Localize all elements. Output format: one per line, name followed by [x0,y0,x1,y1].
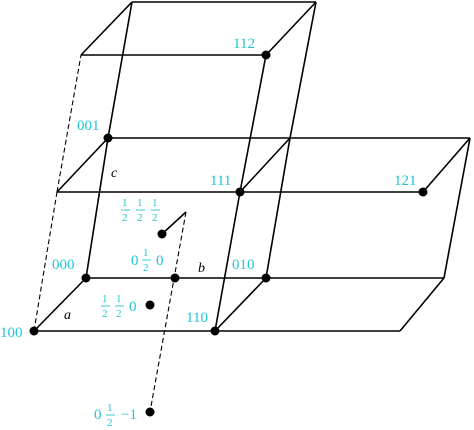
dashed-axis-extension [149,211,187,413]
frac-num: 1 [143,247,149,259]
frac-den: 2 [122,212,128,224]
label-000: 000 [52,257,75,273]
edge-111-back [239,137,291,193]
edge-back-vertical-upper [289,1,317,139]
axis-label-c: c [111,166,118,181]
frac-num: 1 [137,197,143,209]
frac-tail: 0 [129,299,137,315]
frac-num: 1 [122,197,128,209]
dashed-edges [33,54,187,413]
label-001: 001 [77,118,100,134]
edge-top-left [80,1,133,56]
frac-num: 1 [102,293,108,305]
frac-tail: 0 [156,253,164,269]
node-half-half-half [157,229,167,239]
node-111 [235,187,245,197]
frac-den: 2 [143,262,149,274]
node-000 [81,273,91,283]
node-112 [261,50,271,60]
edge-111-112 [239,54,267,193]
edge-100-000 [33,277,87,332]
edge-front-vertical-lower [214,191,241,332]
frac-lead: 0 [94,407,102,423]
label-100: 100 [0,325,23,341]
frac-num: 1 [116,293,122,305]
axis-label-b: b [198,261,205,276]
node-labels: 100 000 001 112 111 121 010 110 [0,36,417,341]
frac-tail: −1 [121,407,137,423]
axis-label-a: a [64,308,71,323]
label-121: 121 [394,173,417,189]
fraction-label-zero-half-minus-one: 0 1 2 −1 [94,402,137,429]
dashed-mid-top [56,54,82,193]
cell-edges [33,1,471,332]
edge-000-mid [85,137,109,279]
node-100 [29,326,39,336]
frac-lead: 0 [131,253,139,269]
frac-num: 1 [152,197,158,209]
node-0-half-minus1 [145,407,155,417]
fraction-label-half-half-zero: 1 2 1 2 0 [101,293,137,320]
edge-far-bottom-right [399,277,445,332]
edge-112-back [265,1,317,56]
label-010: 010 [232,257,255,273]
edge-left-back-upper [107,1,133,139]
node-010 [261,273,271,283]
edge-121-far [422,137,471,193]
stub-half-half-half [161,211,187,235]
axis-labels: a b c [64,166,205,323]
frac-den: 2 [107,417,113,429]
fraction-label-zero-half-zero: 0 1 2 0 [131,247,164,274]
node-0-half-0 [170,273,180,283]
frac-den: 2 [137,212,143,224]
frac-den: 2 [152,212,158,224]
edge-110-010 [214,277,267,332]
frac-num: 1 [107,402,113,414]
label-111: 111 [210,173,231,189]
edge-back-vertical-lower [265,137,291,279]
node-121 [418,187,428,197]
node-half-half-0 [145,300,155,310]
lattice-points [29,50,428,417]
label-110: 110 [186,310,208,326]
frac-den: 2 [116,308,122,320]
node-110 [210,326,220,336]
label-112: 112 [233,36,255,52]
edge-mid-left [56,137,109,193]
frac-den: 2 [102,308,108,320]
fraction-label-half-half-half: 1 2 1 2 1 2 [121,197,160,224]
edge-right-vertical [443,137,471,279]
node-001 [103,133,113,143]
